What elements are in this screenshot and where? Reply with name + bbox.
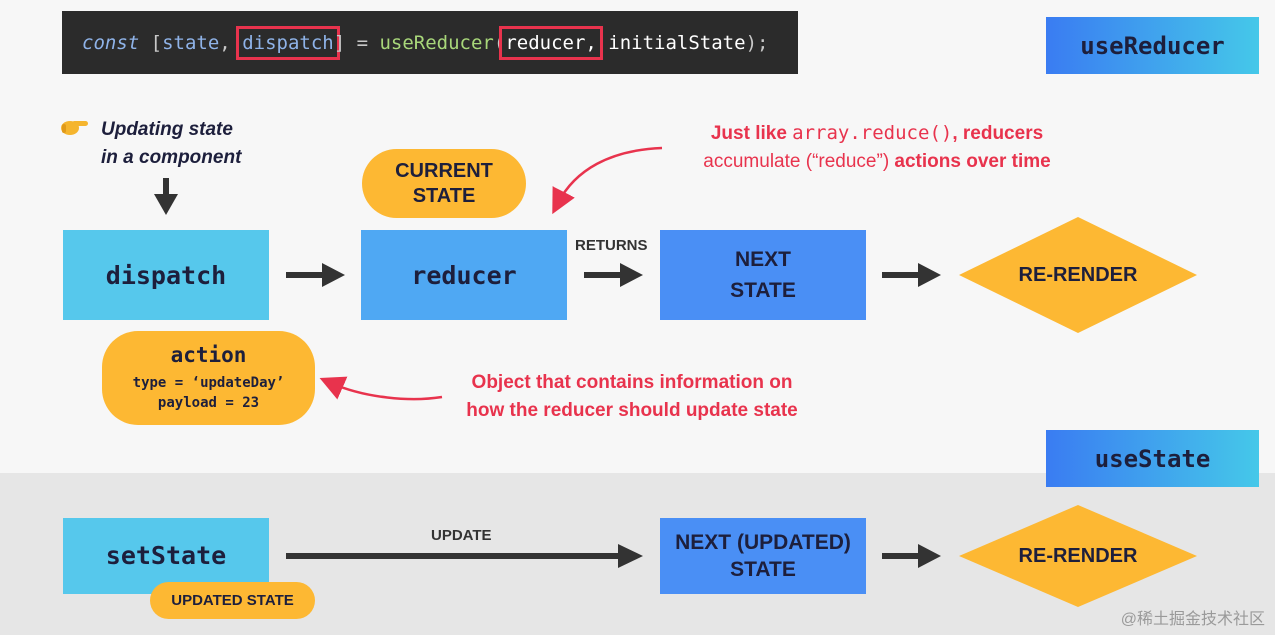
code-const: const (82, 31, 140, 54)
current-state-line-1: CURRENT (395, 159, 493, 182)
code-usereducer: useReducer (379, 31, 494, 54)
updated-state-pill: UPDATED STATE (150, 582, 315, 619)
arrow-dispatch-to-reducer (286, 263, 345, 287)
code-dispatch-highlighted: dispatch (236, 25, 340, 60)
arrow-next-updated-to-rerender (882, 544, 941, 568)
reduce-note-line-1: Just like array.reduce(), reducers (640, 119, 1114, 148)
code-initialstate: initialState (596, 31, 746, 54)
watermark: @稀土掘金技术社区 (1120, 611, 1265, 628)
usestate-tag-label: useState (1094, 444, 1211, 473)
dispatch-label: dispatch (105, 260, 227, 290)
action-type-line: type = ‘updateDay’ (132, 375, 285, 391)
updated-state-label: UPDATED STATE (171, 592, 294, 609)
reduce-note-line-2: accumulate (“reduce”) actions over time (640, 148, 1114, 176)
reducer-box: reducer (361, 230, 567, 320)
reduce-note-bold: actions over time (894, 151, 1051, 172)
red-arrow-to-action (319, 376, 443, 401)
reduce-note: Just like array.reduce(), reducers accum… (640, 119, 1114, 176)
code-open-bracket: [ (139, 31, 163, 54)
next-updated-line-2: STATE (730, 558, 796, 581)
next-updated-line-1: NEXT (UPDATED) (675, 531, 851, 554)
next-state-line-1: NEXT (734, 248, 791, 271)
intro-note: Updating state in a component (101, 116, 241, 172)
action-title: action (170, 343, 247, 367)
dispatch-box: dispatch (63, 230, 269, 320)
setstate-box: setState (63, 518, 269, 594)
usereducer-tag: useReducer (1046, 17, 1259, 74)
code-comma: , (219, 31, 243, 54)
current-state-pill: CURRENT STATE (362, 149, 526, 218)
setstate-label: setState (105, 540, 227, 570)
code-close-bracket: ] (333, 31, 346, 54)
code-open-paren: ( (493, 31, 506, 54)
reduce-note-text-b: , reducers (952, 123, 1044, 144)
usestate-tag: useState (1046, 430, 1259, 487)
code-equals: = (345, 31, 380, 54)
usereducer-tag-label: useReducer (1080, 31, 1225, 60)
action-payload-line: payload = 23 (157, 395, 260, 411)
next-state-text: NEXT STATE (730, 244, 796, 306)
next-state-box: NEXT STATE (660, 230, 866, 320)
code-reducer-highlighted: reducer, (499, 25, 603, 60)
current-state-line-2: STATE (412, 184, 476, 207)
arrow-setstate-to-next-updated (286, 544, 643, 568)
code-snippet: const [state, dispatch] = useReducer(red… (62, 11, 798, 74)
reduce-note-code: array.reduce() (792, 122, 953, 144)
arrow-next-state-to-rerender (882, 263, 941, 287)
next-updated-text: NEXT (UPDATED) STATE (675, 529, 851, 583)
code-close-paren: ); (745, 31, 769, 54)
red-arrow-to-current-state (552, 146, 663, 215)
reduce-note-text-c: accumulate (“reduce”) (703, 151, 895, 172)
intro-line-2: in a component (101, 147, 242, 168)
next-state-line-2: STATE (730, 279, 796, 302)
next-updated-state-box: NEXT (UPDATED) STATE (660, 518, 866, 594)
pointing-hand-icon (61, 121, 88, 135)
returns-label: RETURNS (575, 237, 648, 254)
rerender-diamond-top (959, 217, 1197, 333)
reduce-note-text-a: Just like (710, 123, 793, 144)
action-note-line-2: how the reducer should update state (466, 400, 798, 421)
update-label: UPDATE (431, 527, 492, 544)
intro-line-1: Updating state (101, 119, 233, 140)
rerender-diamond-bottom (959, 505, 1197, 607)
action-pill: action type = ‘updateDay’ payload = 23 (102, 331, 315, 425)
arrow-reducer-to-next-state (584, 263, 643, 287)
action-note: Object that contains information on how … (440, 369, 824, 425)
down-arrow (154, 178, 178, 215)
action-note-line-1: Object that contains information on (471, 372, 793, 393)
code-state: state (162, 31, 220, 54)
reducer-label: reducer (411, 260, 517, 290)
